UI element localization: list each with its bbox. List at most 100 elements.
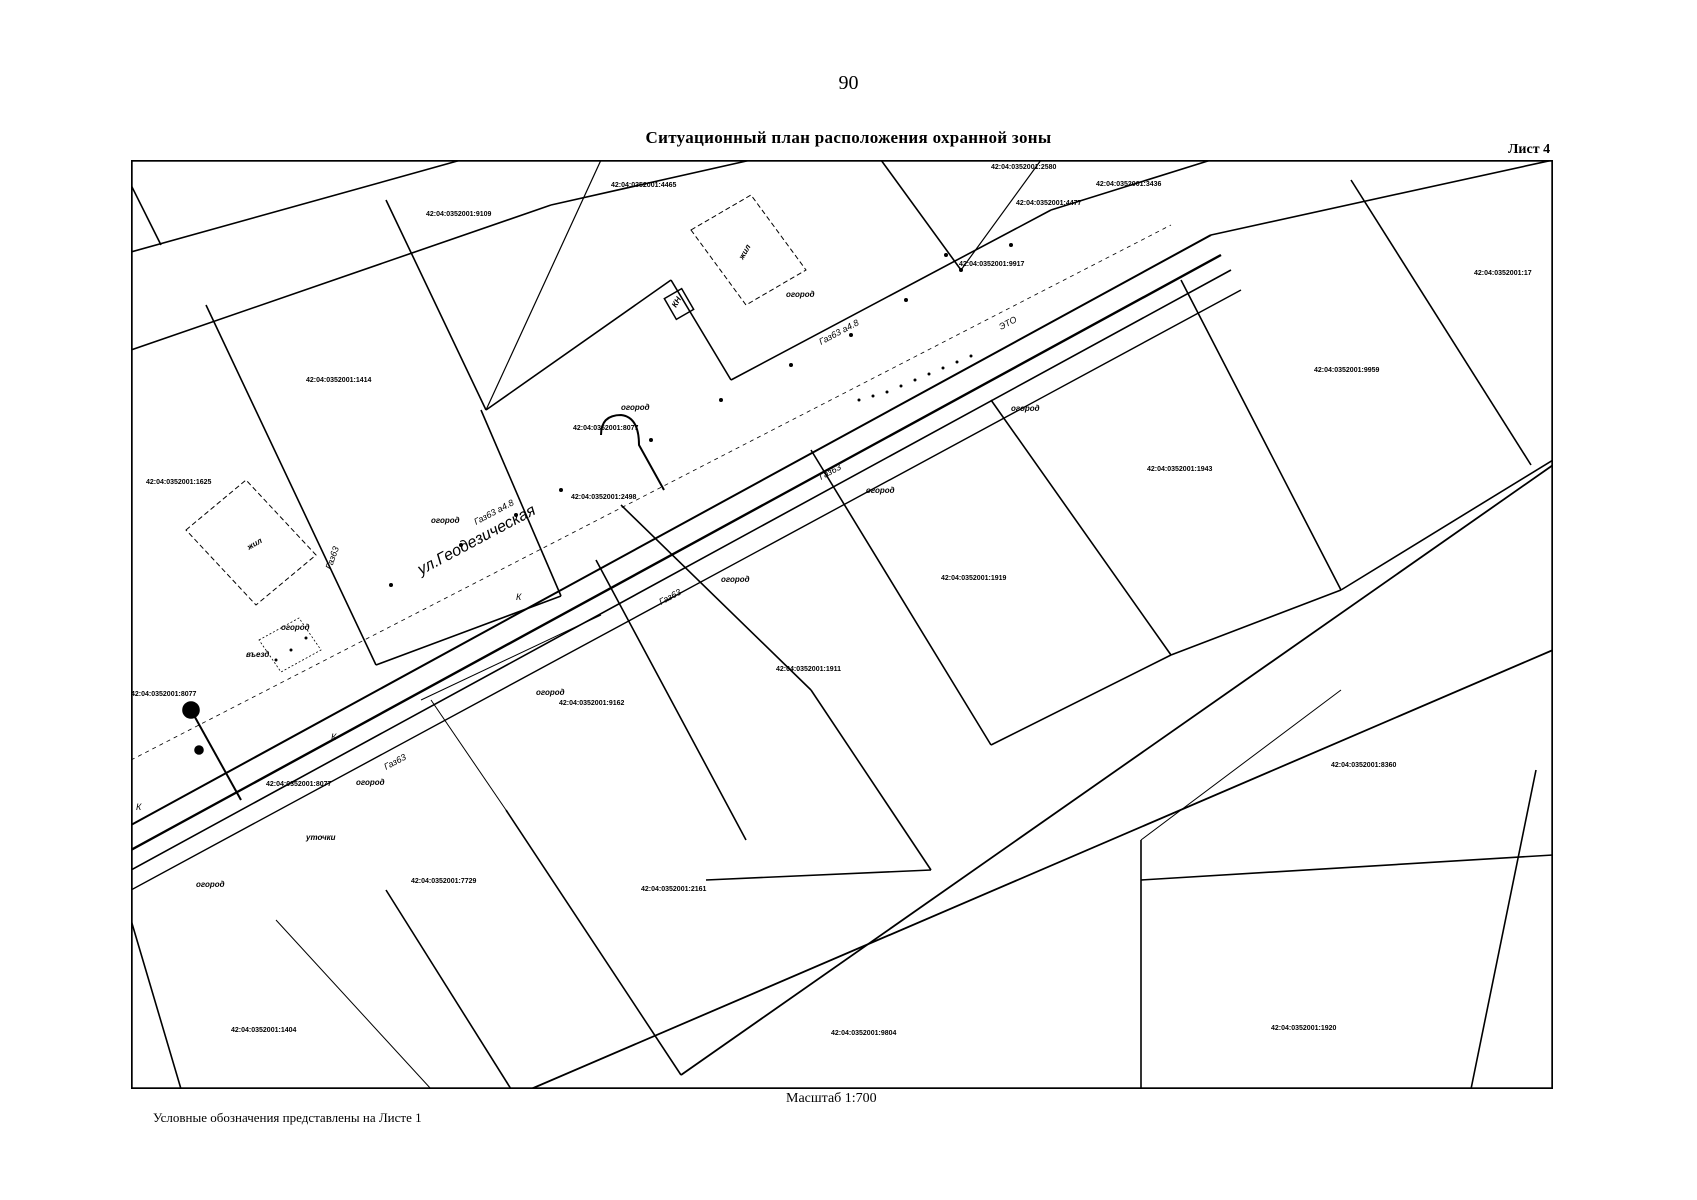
map-frame-border (131, 160, 1553, 1089)
parcel-boundary (131, 204, 552, 351)
parcel-number: 42:04:0352001:2498 (571, 494, 636, 501)
map-scale: Масштаб 1:700 (786, 1091, 877, 1106)
road-edge (680, 464, 1553, 1076)
parcel-boundary (990, 399, 1172, 656)
parcel-number: 42:04:0352001:9917 (959, 261, 1024, 268)
parcel-number: 42:04:0352001:1911 (776, 666, 841, 673)
parcel-number: 42:04:0352001:8077 (573, 425, 638, 432)
marker-label: К (516, 592, 522, 602)
map-title: Ситуационный план расположения охранной … (645, 128, 1052, 147)
sheet-label: Лист 4 (1508, 142, 1551, 157)
landuse-label: огород (866, 486, 895, 495)
parcel-boundary (990, 654, 1172, 746)
parcel-boundary (131, 184, 162, 246)
parcel-number: 42:04:0352001:4465 (611, 182, 676, 189)
gas-node (194, 745, 204, 755)
building-outline (663, 287, 695, 321)
landuse-label: огород (356, 778, 385, 787)
parcel-boundary (1350, 179, 1532, 466)
parcel-boundary (550, 160, 752, 206)
parcel-boundary (810, 689, 932, 871)
parcel-boundary (620, 504, 812, 691)
landuse-label: огород (721, 575, 750, 584)
parcel-boundary (1470, 769, 1537, 1089)
situation-plan-map[interactable]: ул.Геодезическая 42:04:0352001:2580 42:0… (131, 160, 1553, 1089)
parcel-boundary (705, 869, 932, 881)
gas-label: Газ63 (657, 587, 683, 607)
yard-outline (258, 617, 322, 673)
building-outline (185, 479, 317, 606)
street-edge (131, 234, 1212, 826)
parcel-boundary (1180, 279, 1342, 591)
parcel-number: 42:04:0352001:1919 (941, 575, 1006, 582)
parcel-number: 42:04:0352001:4477 (1016, 200, 1081, 207)
parcel-number: 42:04:0352001:17 (1474, 270, 1532, 277)
building-label: жил (245, 536, 264, 552)
gas-label: Газ63 (817, 462, 843, 482)
parcel-number: 42:04:0352001:8077 (266, 781, 331, 788)
parcel-number: 42:04:0352001:9959 (1314, 367, 1379, 374)
parcel-boundary (1050, 160, 1212, 211)
landuse-label: огород (281, 623, 310, 632)
parcel-boundary (275, 919, 432, 1089)
building-label: жил (736, 243, 752, 262)
gas-label: ЭТО (997, 314, 1018, 332)
street-name: ул.Геодезическая (414, 502, 539, 579)
parcel-number: 42:04:0352001:1414 (306, 377, 371, 384)
parcel-boundary (205, 304, 377, 666)
landuse-label: огород (786, 290, 815, 299)
parcel-number: 42:04:0352001:7729 (411, 878, 476, 885)
parcel-number: 42:04:0352001:1943 (1147, 466, 1212, 473)
parcel-boundary (430, 699, 507, 811)
landuse-label: огород (621, 403, 650, 412)
landuse-label: огород (196, 880, 225, 889)
parcel-boundary (810, 449, 992, 746)
gas-label: Газ63 (323, 545, 340, 571)
parcel-boundary (420, 614, 602, 701)
parcel-boundary (1140, 854, 1553, 881)
parcel-number: 42:04:0352001:2161 (641, 886, 706, 893)
landuse-label: огород (536, 688, 565, 697)
parcel-boundary (131, 919, 182, 1089)
parcel-number: 42:04:0352001:1404 (231, 1027, 296, 1034)
parcel-boundary (131, 160, 462, 253)
landuse-label: уточки (305, 833, 336, 842)
parcel-boundary (670, 279, 732, 381)
road-edge (530, 649, 1553, 1089)
parcel-boundary (730, 209, 1052, 381)
parcel-boundary (485, 279, 672, 411)
landuse-label: огород (431, 516, 460, 525)
parcel-number: 42:04:0352001:9804 (831, 1030, 896, 1037)
parcel-boundary (480, 409, 562, 597)
landuse-label: огород (1011, 404, 1040, 413)
parcel-boundary (485, 160, 602, 411)
parcel-number: 42:04:0352001:3436 (1096, 181, 1161, 188)
parcel-boundary (880, 160, 962, 271)
protection-zone-boundary (131, 224, 1172, 761)
page-number: 90 (838, 72, 859, 94)
marker-label: К (136, 802, 142, 812)
map-canvas: ул.Геодезическая 42:04:0352001:2580 42:0… (131, 160, 1553, 1089)
parcel-boundary (385, 889, 512, 1089)
parcel-boundary (1170, 589, 1342, 656)
parcel-boundary (1210, 160, 1553, 236)
gas-branch (190, 709, 242, 801)
street-edge (131, 269, 1232, 871)
landuse-label: въезд (246, 650, 269, 659)
parcel-number: 42:04:0352001:8360 (1331, 762, 1396, 769)
parcel-number: 42:04:0352001:9109 (426, 211, 491, 218)
legend-note: Условные обозначения представлены на Лис… (153, 1110, 422, 1125)
gas-label: Газ63 (382, 752, 408, 772)
parcel-number: 42:04:0352001:9162 (559, 700, 624, 707)
street-edge (131, 289, 1242, 891)
marker-label: К (331, 732, 337, 742)
parcel-number: 42:04:0352001:1920 (1271, 1025, 1336, 1032)
parcel-boundary (1340, 459, 1553, 591)
parcel-boundary (1140, 689, 1342, 841)
parcel-boundary (505, 809, 682, 1076)
parcel-number: 42:04:0352001:2580 (991, 164, 1056, 171)
parcel-boundary (960, 160, 1042, 271)
gas-branch (600, 413, 665, 491)
parcel-boundary (385, 199, 487, 411)
parcel-number: 42:04:0352001:8077 (131, 691, 196, 698)
